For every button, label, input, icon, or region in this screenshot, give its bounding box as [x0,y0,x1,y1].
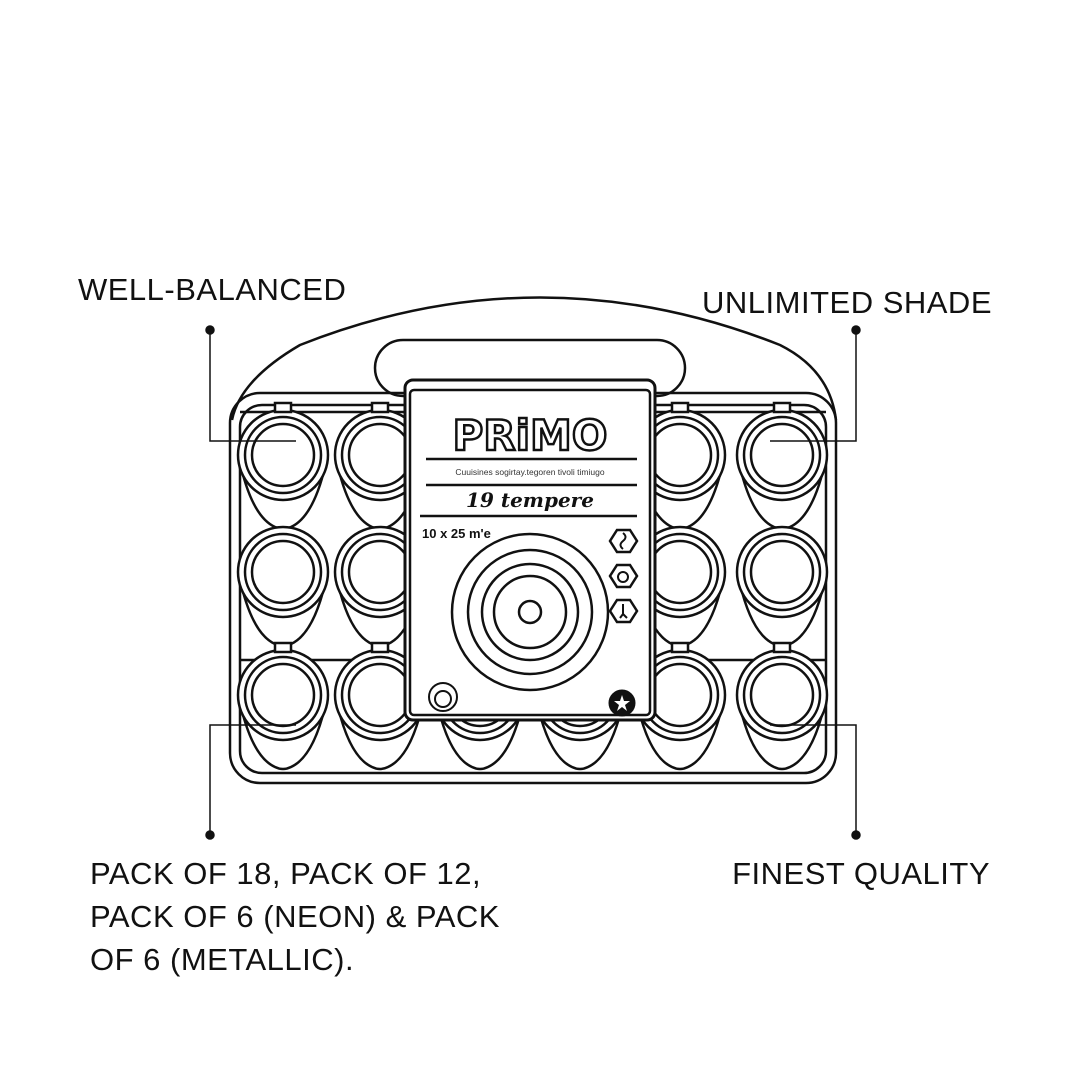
hexagon-child-icon [608,598,639,624]
paint-cup [236,641,330,771]
star-badge-icon [608,689,636,717]
paint-cup [735,641,829,771]
callout-leaders [205,325,861,840]
pack-line-3: OF 6 (METALLIC). [90,942,355,977]
callout-finest-quality: FINEST QUALITY [732,856,990,891]
package-title: 19 tempere [466,488,594,512]
callout-pack-sizes: PACK OF 18, PACK OF 12, PACK OF 6 (NEON)… [90,852,610,981]
callout-unlimited-shade: UNLIMITED SHADE [702,285,992,320]
brand-logo: PRiMO [452,411,607,460]
package-card: PRiMO Cuuisines sogirtay.tegoren tivoli … [403,378,657,722]
pack-line-2: PACK OF 6 (NEON) & PACK [90,899,500,934]
paint-cup [735,401,829,531]
package-size: 10 x 25 m'e [422,526,491,541]
hexagon-no-mouth-icon [608,563,639,589]
pack-line-1: PACK OF 18, PACK OF 12, [90,856,482,891]
hexagon-safety-icon [608,528,639,554]
paint-cup [236,401,330,531]
paint-cup [333,641,427,771]
case-handle-arc [230,296,838,421]
paint-cup [633,641,727,771]
paint-cup [236,525,330,648]
paint-cup [735,525,829,648]
package-tagline: Cuuisines sogirtay.tegoren tivoli timiug… [455,467,604,477]
callout-well-balanced: WELL-BALANCED [78,272,347,307]
seal-badge-icon [428,682,458,712]
